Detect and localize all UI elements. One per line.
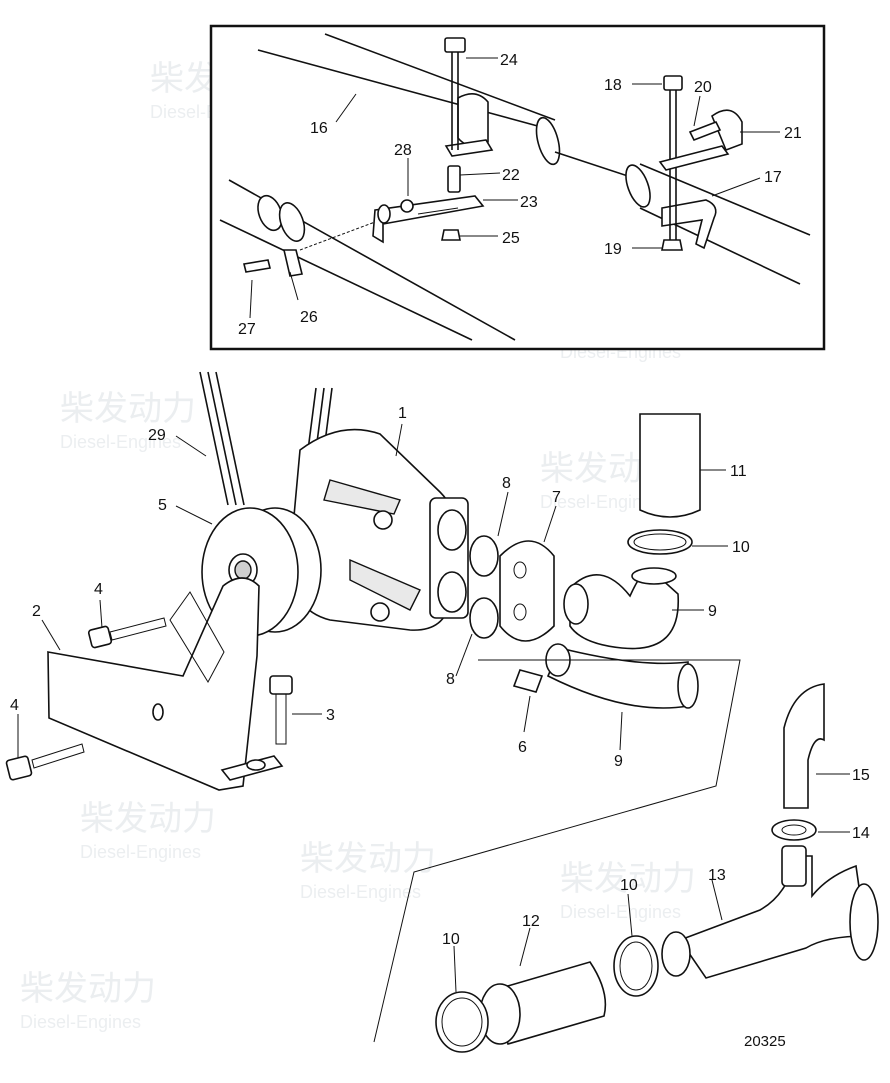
callout-11: 11 xyxy=(730,463,747,480)
callout-20: 20 xyxy=(694,79,712,96)
callout-4-upper: 4 xyxy=(94,581,103,598)
bolt-4-lower xyxy=(5,743,85,781)
callout-28: 28 xyxy=(394,142,412,159)
callout-14: 14 xyxy=(852,825,870,842)
callout-4-lower: 4 xyxy=(10,697,19,714)
callout-29: 29 xyxy=(148,427,166,444)
pipe-12 xyxy=(479,961,607,1045)
leader-lines xyxy=(17,57,850,993)
callout-15: 15 xyxy=(852,767,870,784)
inset-frame xyxy=(209,24,826,351)
callout-1: 1 xyxy=(398,405,407,422)
tee-pipe-13 xyxy=(661,845,879,979)
elbow-9-upper xyxy=(563,567,679,650)
bracket-23 xyxy=(372,195,485,244)
gaskets-7-8 xyxy=(469,535,555,693)
callout-16: 16 xyxy=(310,120,328,137)
callout-8-top: 8 xyxy=(502,475,511,492)
drawing-number: 20325 xyxy=(744,1033,786,1050)
svg-text:柴发动力: 柴发动力 xyxy=(560,860,696,898)
reference-lines xyxy=(373,659,741,1043)
callout-5: 5 xyxy=(158,497,167,514)
callout-6: 6 xyxy=(518,739,527,756)
svg-text:Diesel-Engines: Diesel-Engines xyxy=(20,1012,141,1032)
bolt-4-upper xyxy=(87,617,167,649)
clamp-17 xyxy=(658,75,743,251)
callout-18: 18 xyxy=(604,77,622,94)
svg-text:Diesel-Engines: Diesel-Engines xyxy=(540,492,661,512)
hose-clamp-10-mid xyxy=(613,935,659,997)
callout-10-bottom: 10 xyxy=(442,931,460,948)
callout-3: 3 xyxy=(326,707,335,724)
svg-text:柴发动力: 柴发动力 xyxy=(60,390,196,428)
hose-clamp-10-bottom xyxy=(435,991,489,1053)
svg-text:柴发动力: 柴发动力 xyxy=(300,840,436,878)
svg-text:Diesel-Engines: Diesel-Engines xyxy=(60,432,181,452)
callout-17: 17 xyxy=(764,169,782,186)
callout-2: 2 xyxy=(32,603,41,620)
callout-labels: 24 16 28 22 23 25 26 27 18 20 21 17 19 1… xyxy=(10,52,870,1050)
hose-11 xyxy=(639,413,701,518)
bolt-3 xyxy=(269,675,293,745)
callout-7: 7 xyxy=(552,489,561,506)
callout-26: 26 xyxy=(300,309,318,326)
callout-25: 25 xyxy=(502,230,520,247)
svg-text:柴发动力: 柴发动力 xyxy=(20,970,156,1008)
callout-22: 22 xyxy=(502,167,520,184)
callout-13: 13 xyxy=(708,867,726,884)
callout-9-bottom: 9 xyxy=(614,753,623,770)
inset-detail xyxy=(209,24,826,351)
callout-10-top: 10 xyxy=(732,539,750,556)
callout-8-bottom: 8 xyxy=(446,671,455,688)
callout-27: 27 xyxy=(238,321,256,338)
clamp-upper xyxy=(444,37,494,193)
svg-text:Diesel-Engines: Diesel-Engines xyxy=(300,882,421,902)
callout-9-top: 9 xyxy=(708,603,717,620)
tube-lower xyxy=(219,179,516,341)
pump-body-1 xyxy=(289,428,469,631)
elbow-9-lower xyxy=(545,643,699,709)
callout-19: 19 xyxy=(604,241,622,258)
hose-15 xyxy=(783,683,825,809)
svg-text:Diesel-Engines: Diesel-Engines xyxy=(560,902,681,922)
hose-clamp-10-top xyxy=(627,529,693,555)
callout-24: 24 xyxy=(500,52,518,69)
nut-14 xyxy=(771,819,817,841)
callout-21: 21 xyxy=(784,125,802,142)
callout-23: 23 xyxy=(520,194,538,211)
callout-12: 12 xyxy=(522,913,540,930)
svg-text:Diesel-Engines: Diesel-Engines xyxy=(80,842,201,862)
callout-10-mid: 10 xyxy=(620,877,638,894)
svg-text:柴发动力: 柴发动力 xyxy=(80,800,216,838)
bracket-2 xyxy=(47,577,284,791)
